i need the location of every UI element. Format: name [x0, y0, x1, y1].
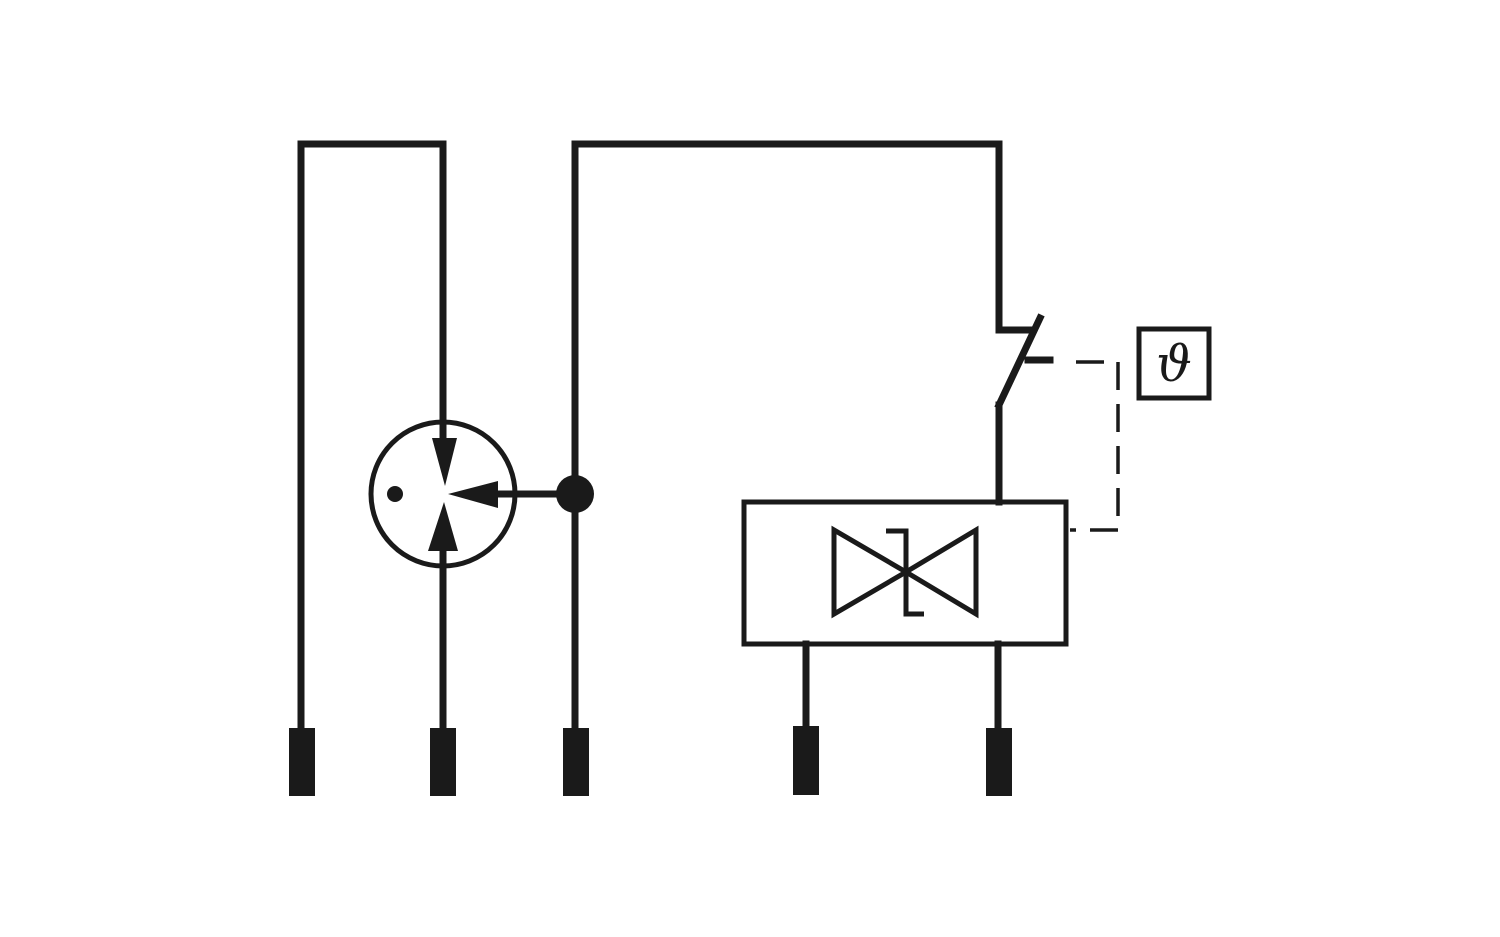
valve-center-dot [387, 486, 403, 502]
wire-left-loop [297, 140, 447, 739]
switch-blade [994, 313, 1045, 410]
arrow-down-icon [432, 438, 457, 486]
valve-actuator-icon [831, 525, 979, 619]
wire-top-main [571, 140, 1034, 739]
sensor-linkage-dashed [1070, 360, 1120, 532]
terminal-2 [430, 728, 456, 796]
temperature-sensor: ϑ [1136, 326, 1212, 401]
terminal-5 [986, 728, 1012, 796]
arrow-left-icon [448, 481, 498, 508]
four-way-valve [368, 419, 518, 569]
terminal-3 [563, 728, 589, 796]
valve-stem [886, 528, 924, 617]
actuator-box [741, 499, 1069, 647]
terminal-4 [793, 726, 819, 795]
valve-triangle-left [831, 525, 911, 619]
theta-sensor-icon [1136, 326, 1212, 401]
valve-triangle-right [901, 525, 979, 619]
terminal-1 [289, 728, 315, 796]
thermostat-switch [994, 313, 1054, 506]
junction-dot [556, 475, 594, 513]
solenoid-valve-actuator [741, 499, 1069, 647]
sensor-symbol: ϑ [1156, 335, 1192, 393]
arrow-up-icon [428, 502, 458, 551]
